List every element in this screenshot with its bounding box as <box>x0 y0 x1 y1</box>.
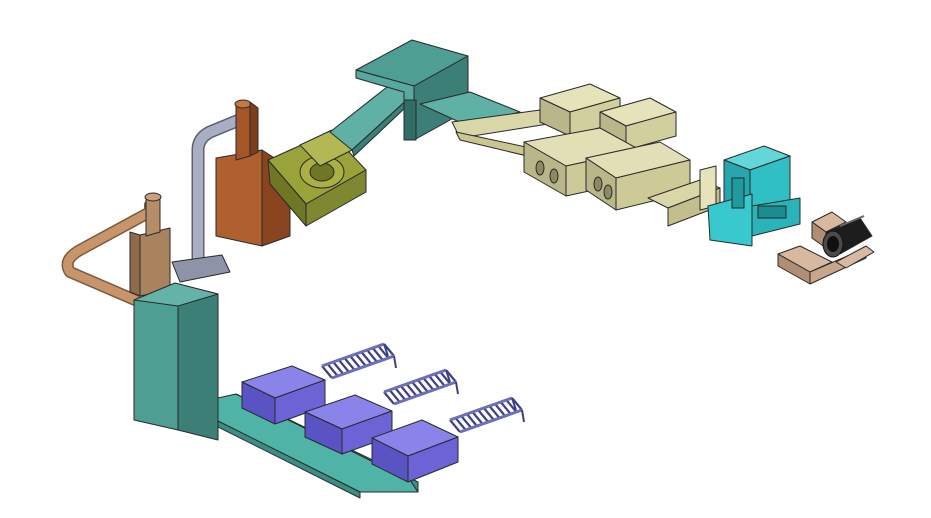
roller <box>343 357 356 371</box>
roller <box>494 403 506 417</box>
roller <box>482 407 495 421</box>
roller <box>433 373 446 387</box>
delivery-chute <box>185 393 419 499</box>
roller-rack <box>321 342 525 434</box>
rack-rail <box>331 354 395 380</box>
roller <box>422 377 435 391</box>
roller <box>388 389 401 403</box>
roller <box>411 381 424 395</box>
forming-station <box>451 83 721 227</box>
roller <box>488 405 501 419</box>
roller <box>354 353 367 367</box>
pipe-support-cradles <box>777 211 875 285</box>
cutting-unit <box>707 145 801 247</box>
roller <box>460 415 473 429</box>
roller-rack-unit <box>383 368 459 406</box>
roller <box>371 347 384 361</box>
rack-rail <box>321 342 385 368</box>
roller <box>416 379 429 393</box>
output-conveyor <box>241 365 459 483</box>
rack-rail <box>449 396 513 422</box>
roller <box>439 371 452 385</box>
roller <box>377 345 390 359</box>
roller <box>332 361 345 375</box>
rack-rail <box>393 380 457 406</box>
roller <box>477 409 490 423</box>
roller <box>360 351 373 365</box>
product-block <box>304 394 393 455</box>
roller <box>499 401 512 415</box>
pipe-segment <box>822 215 873 258</box>
roller <box>471 411 484 425</box>
roller <box>326 363 339 377</box>
rack-leg <box>445 369 459 395</box>
roller <box>454 417 467 431</box>
roller <box>366 349 378 363</box>
rack-rail <box>383 368 447 394</box>
product-block <box>371 419 459 483</box>
roller <box>394 387 407 401</box>
roller <box>428 375 440 389</box>
roller <box>449 419 461 433</box>
roller-rack-unit <box>321 342 397 380</box>
furnace-tower <box>133 282 219 441</box>
rack-leg <box>383 343 397 369</box>
roller <box>400 385 412 399</box>
roller <box>405 383 418 397</box>
rack-leg <box>511 397 525 423</box>
feed-conveyor <box>329 39 521 157</box>
roller <box>338 359 350 373</box>
roller <box>383 391 395 405</box>
exhaust-duct <box>171 111 247 283</box>
product-block <box>241 365 326 425</box>
roller-rack-unit <box>449 396 525 434</box>
roller <box>349 355 362 369</box>
rack-rail <box>459 408 523 434</box>
roller <box>466 413 478 427</box>
roller <box>321 365 333 379</box>
roller <box>505 399 518 413</box>
cyclone-separator <box>61 192 171 306</box>
